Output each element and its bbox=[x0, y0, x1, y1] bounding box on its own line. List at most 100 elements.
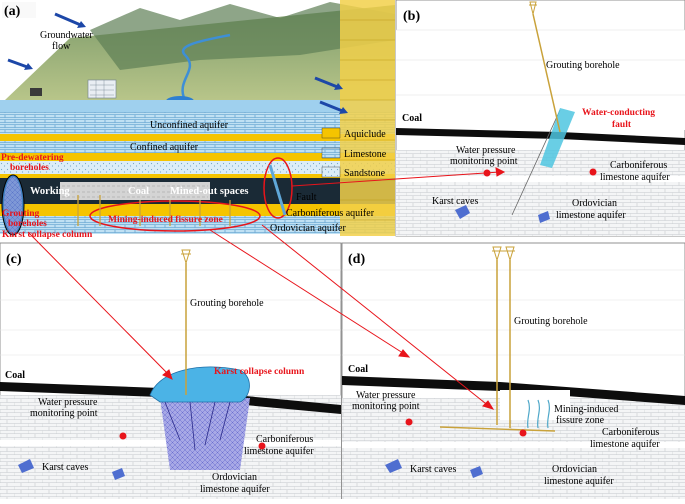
mountain-ridge bbox=[90, 2, 395, 70]
ordovician-label-c-1: Ordovician bbox=[212, 472, 257, 483]
carboniferous-aquifer-layer bbox=[0, 216, 395, 234]
panel-c-tag: (c) bbox=[6, 252, 22, 267]
carboniferous-label-b-1: Carboniferous bbox=[610, 160, 667, 171]
panel-a-legend: Aquiclude Limestone Sandstone bbox=[321, 127, 387, 179]
monitoring-label-d-2: monitoring point bbox=[352, 401, 420, 412]
grouting-borehole-b bbox=[532, 13, 561, 133]
karst-collapse-label-c: Karst collapse column bbox=[214, 367, 305, 377]
aquiclude-layer-1 bbox=[0, 134, 395, 141]
mining-fissure-label-a: Mining-induced fissure zone bbox=[108, 215, 223, 225]
monitoring-label-b-2: monitoring point bbox=[450, 156, 518, 167]
ordovician-label-d-1: Ordovician bbox=[552, 464, 597, 475]
fault-label-a: Fault bbox=[296, 192, 317, 203]
monitoring-label-c-1: Water pressure bbox=[38, 397, 98, 408]
confined-aquifer-layer bbox=[0, 141, 395, 153]
carboniferous-label-a: Carboniferous aquifer bbox=[286, 208, 375, 219]
unconfined-aquifer-label: Unconfined aquifer bbox=[150, 120, 229, 131]
karst-collapse-column-c bbox=[149, 366, 250, 403]
ordovician-label-b-1: Ordovician bbox=[572, 198, 617, 209]
panel-b: (b) Grouting borehole Water-conducting f… bbox=[395, 0, 685, 237]
panel-d-tag: (d) bbox=[348, 252, 365, 267]
coal-label-d: Coal bbox=[348, 364, 368, 375]
mining-fissure-label-d-2: fissure zone bbox=[556, 415, 605, 426]
monitoring-label-b-1: Water pressure bbox=[456, 145, 516, 156]
karst-cave-c2 bbox=[112, 468, 125, 480]
karst-collapse-body bbox=[160, 398, 250, 470]
grouting-borehole-label-d: Grouting borehole bbox=[514, 316, 588, 327]
water-fault-label-1: Water-conducting bbox=[582, 108, 655, 118]
grouting-boreholes-label-2: boreholes bbox=[8, 219, 47, 229]
karst-caves-label-d: Karst caves bbox=[410, 464, 456, 475]
confined-aquifer-label: Confined aquifer bbox=[130, 142, 199, 153]
ordovician-label-c-2: limestone aquifer bbox=[200, 484, 270, 495]
legend-limestone: Limestone bbox=[344, 149, 387, 160]
coal-label-c: Coal bbox=[5, 370, 25, 381]
coal-seam-b bbox=[396, 128, 685, 145]
karst-cave-c bbox=[18, 459, 34, 473]
grouting-borehole-label-b: Grouting borehole bbox=[546, 60, 620, 71]
connector-arrows bbox=[27, 167, 506, 410]
monitoring-point-d2 bbox=[519, 429, 527, 437]
fissure-zone-d bbox=[526, 399, 551, 429]
water-fault-label-2: fault bbox=[612, 120, 632, 130]
mined-out-label: Mined-out spaces bbox=[170, 186, 248, 197]
monitoring-point-b2 bbox=[589, 168, 597, 176]
groundwater-label-2: flow bbox=[52, 41, 71, 52]
mining-fissure-outline bbox=[89, 200, 261, 232]
buildings bbox=[87, 79, 117, 99]
legend-sandstone-swatch bbox=[321, 166, 341, 178]
ordovician-label-a: Ordovician aquifer bbox=[270, 223, 346, 234]
legend-aquiclude-swatch bbox=[321, 127, 341, 139]
groundwater-label-1: Groundwater bbox=[40, 30, 93, 41]
drill-rig-icon bbox=[181, 249, 191, 265]
legend-sandstone: Sandstone bbox=[344, 168, 386, 179]
carboniferous-label-c-2: limestone aquifer bbox=[244, 446, 314, 457]
groundwater-flow-arrows bbox=[7, 12, 348, 114]
legend-limestone-swatch bbox=[321, 147, 341, 159]
monitoring-label-d-1: Water pressure bbox=[356, 390, 416, 401]
coal-label-a: Coal bbox=[128, 186, 149, 197]
drill-rig-icon bbox=[492, 246, 515, 262]
monitoring-point-d bbox=[405, 418, 413, 426]
ordovician-label-b-2: limestone aquifer bbox=[556, 210, 626, 221]
river bbox=[181, 33, 231, 101]
karst-caves-label-b: Karst caves bbox=[432, 196, 478, 207]
horizontal-borehole-d bbox=[439, 426, 556, 432]
grouting-boreholes-label-1: Grouting bbox=[2, 209, 40, 219]
ordovician-label-d-2: limestone aquifer bbox=[544, 476, 614, 487]
aquiclude-layer-2 bbox=[0, 153, 395, 161]
legend-aquiclude: Aquiclude bbox=[344, 129, 386, 140]
panel-b-tag: (b) bbox=[403, 9, 420, 24]
mined-gap-d bbox=[500, 390, 570, 420]
panel-a: Aquiclude Limestone Sandstone (a) Ground… bbox=[0, 0, 395, 240]
karst-caves-label-c: Karst caves bbox=[42, 462, 88, 473]
fault-outline bbox=[263, 157, 293, 219]
panel-c: (c) Grouting borehole Karst collapse col… bbox=[0, 242, 342, 500]
monitoring-point-c bbox=[119, 432, 127, 440]
carboniferous-label-c-1: Carboniferous bbox=[256, 434, 313, 445]
pre-dewatering-label-1: Pre-dewatering bbox=[1, 153, 64, 163]
drill-rig-icon bbox=[529, 1, 537, 15]
karst-cave-d2 bbox=[470, 466, 483, 478]
karst-cave-b bbox=[455, 205, 470, 219]
block-side-face bbox=[340, 0, 395, 236]
karst-cave-b2 bbox=[538, 211, 550, 223]
working-label: Working bbox=[30, 186, 70, 197]
karst-cave-d bbox=[385, 459, 402, 473]
mining-fissure-label-d-1: Mining-induced bbox=[554, 404, 618, 415]
aquiclude-layer-3 bbox=[0, 204, 395, 216]
karst-collapse-label-a: Karst collapse column bbox=[2, 230, 93, 240]
carboniferous-label-d-2: limestone aquifer bbox=[590, 439, 660, 450]
coal-label-b: Coal bbox=[402, 113, 422, 124]
coal-seam-c bbox=[0, 382, 341, 414]
pre-dewatering-label-2: boreholes bbox=[10, 163, 49, 173]
carboniferous-label-b-2: limestone aquifer bbox=[600, 172, 670, 183]
panel-a-tag: (a) bbox=[4, 4, 21, 19]
monitoring-point-c2 bbox=[258, 442, 266, 450]
monitoring-label-c-2: monitoring point bbox=[30, 408, 98, 419]
grouting-borehole-label-c: Grouting borehole bbox=[190, 298, 264, 309]
mine-shaft bbox=[30, 88, 42, 96]
water-conducting-fault bbox=[540, 108, 575, 168]
